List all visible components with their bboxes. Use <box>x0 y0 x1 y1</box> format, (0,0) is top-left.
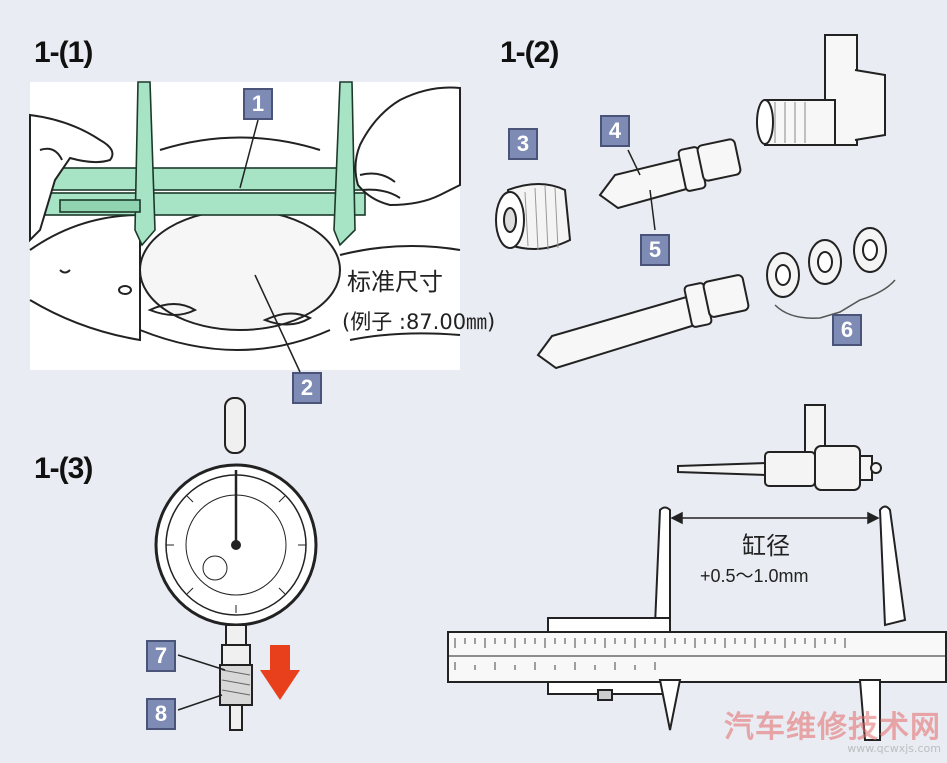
callout-6: 6 <box>832 314 862 346</box>
washer-bracket <box>774 279 896 319</box>
left-hand <box>29 113 114 243</box>
watermark: 汽车维修技术网 www.qcwxjs.com <box>724 702 941 755</box>
washers <box>766 227 887 298</box>
callout-2: 2 <box>292 372 322 404</box>
scale-ticks <box>454 638 846 670</box>
vernier-caliper-large <box>447 505 947 741</box>
engine-block-outline <box>29 136 461 351</box>
bore-tolerance-range: +0.5～1.0mm <box>700 566 809 586</box>
callout-5: 5 <box>640 234 670 266</box>
standard-size-example: (例子 :87.00㎜) <box>342 310 496 334</box>
leader-1 <box>239 119 259 189</box>
down-arrow-icon <box>260 645 300 700</box>
gauge-probe <box>677 404 882 491</box>
leader-7 <box>177 654 226 671</box>
leader-2 <box>254 274 301 373</box>
callout-8: 8 <box>146 698 176 730</box>
watermark-text: 汽车维修技术网 <box>724 710 941 745</box>
callout-3: 3 <box>508 128 538 160</box>
extension-rod-long <box>536 274 750 370</box>
dial-gauge-stem-fitting <box>756 34 886 146</box>
right-hand <box>354 86 461 207</box>
step-title-1: 1-(1) <box>34 36 93 69</box>
dial-indicator <box>154 397 318 731</box>
step-title-2: 1-(2) <box>500 36 559 69</box>
callout-1: 1 <box>243 88 273 120</box>
leader-4 <box>627 149 641 176</box>
leader-8 <box>177 694 223 711</box>
bore-dimension-arrow <box>670 511 880 525</box>
standard-size-label: 标准尺寸 <box>347 268 443 296</box>
watermark-url: www.qcwxjs.com <box>847 742 941 755</box>
step-title-3: 1-(3) <box>34 452 93 485</box>
callout-4: 4 <box>600 115 630 147</box>
callout-7: 7 <box>146 640 176 672</box>
extension-rod-short <box>598 138 742 210</box>
knurled-nut <box>495 183 572 251</box>
bore-diameter-label: 缸径 <box>742 532 790 560</box>
leader-5 <box>649 189 656 231</box>
dial-tick-marks <box>166 477 306 613</box>
